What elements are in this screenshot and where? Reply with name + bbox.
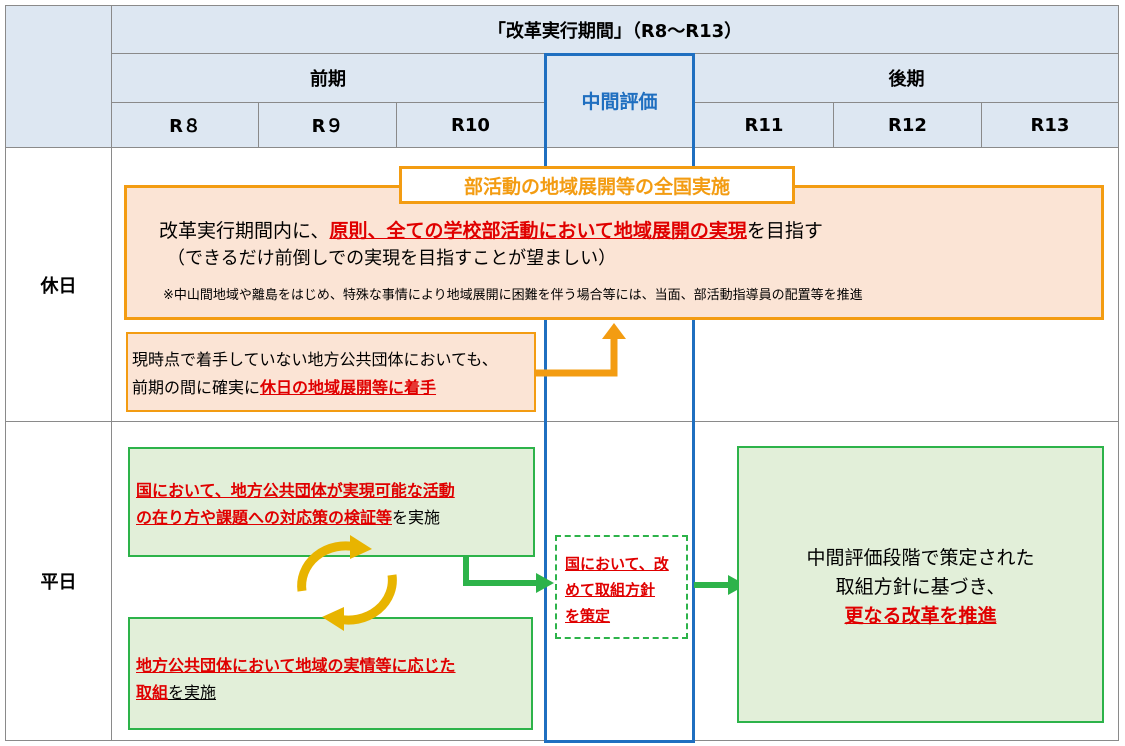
policy-line-1-text: 国において、改 bbox=[565, 555, 669, 573]
nation-verification-emph-1: 国において、地方公共団体が実現可能な活動 bbox=[136, 481, 455, 500]
policy-line-3-text: を策定 bbox=[565, 607, 611, 625]
local-initiative-line-2: 取組を実施 bbox=[136, 679, 216, 703]
year-cell-r12: R12 bbox=[833, 102, 982, 148]
exception-note-text: ※中山間地域や離島をはじめ、特殊な事情により地域展開に困難を伴う場合等には、当面… bbox=[163, 288, 863, 303]
local-initiative-box: 地方公共団体において地域の実情等に応じた 取組を実施 bbox=[128, 617, 533, 730]
local-initiative-line-1: 地方公共団体において地域の実情等に応じた bbox=[136, 652, 456, 676]
start-holiday-box: 現時点で着手していない地方公共団体においても、 前期の間に確実に休日の地域展開等… bbox=[126, 332, 536, 412]
main-goal-line: 改革実行期間内に、原則、全ての学校部活動において地域展開の実現を目指す bbox=[159, 216, 1089, 243]
result-line-2: 取組方針に基づき、 bbox=[739, 572, 1102, 599]
main-goal-note: （できるだけ前倒しでの実現を目指すことが望ましい） bbox=[167, 244, 1067, 270]
holiday-label: 休日 bbox=[40, 275, 77, 297]
nationwide-banner-text: 部活動の地域展開等の全国実施 bbox=[463, 175, 730, 198]
nation-verification-line-2: の在り方や課題への対応策の検証等を実施 bbox=[136, 504, 440, 528]
first-half-label: 前期 bbox=[310, 69, 346, 90]
local-initiative-emph-1: 地方公共団体において地域の実情等に応じた bbox=[136, 656, 456, 675]
policy-line-2: めて取組方針 bbox=[565, 579, 655, 600]
result-line-3-text: 更なる改革を推進 bbox=[844, 605, 997, 627]
nationwide-banner: 部活動の地域展開等の全国実施 bbox=[399, 166, 795, 204]
main-goal-prefix: 改革実行期間内に、 bbox=[159, 220, 330, 242]
main-goal-suffix: を目指す bbox=[746, 220, 823, 242]
result-line-1-text: 中間評価段階で策定された bbox=[806, 547, 1035, 569]
year-cell-r13: R13 bbox=[981, 102, 1119, 148]
result-line-1: 中間評価段階で策定された bbox=[739, 543, 1102, 570]
start-line-2-emphasis: 休日の地域展開等に着手 bbox=[260, 378, 437, 397]
green-arrow-to-policy bbox=[463, 555, 554, 593]
policy-formulation-box: 国において、改 めて取組方針 を策定 bbox=[555, 535, 688, 639]
start-line-1-text: 現時点で着手していない地方公共団体においても、 bbox=[132, 350, 498, 369]
year-label: R11 bbox=[744, 114, 784, 136]
local-initiative-emph-2: 取組 bbox=[136, 683, 169, 702]
start-line-2-prefix: 前期の間に確実に bbox=[132, 378, 261, 397]
year-label: R10 bbox=[451, 114, 490, 136]
early-realization-text: （できるだけ前倒しでの実現を目指すことが望ましい） bbox=[167, 248, 617, 269]
policy-line-2-text: めて取組方針 bbox=[565, 581, 656, 599]
cycle-arrows-icon bbox=[297, 535, 397, 631]
policy-line-3: を策定 bbox=[565, 605, 610, 626]
row-label-weekday: 平日 bbox=[5, 421, 112, 741]
weekday-label: 平日 bbox=[40, 572, 77, 593]
local-initiative-suffix: を実施 bbox=[168, 683, 217, 702]
midterm-label: 中間評価 bbox=[581, 91, 658, 113]
midterm-column-frame bbox=[544, 53, 695, 743]
further-reform-box: 中間評価段階で策定された 取組方針に基づき、 更なる改革を推進 bbox=[737, 446, 1104, 723]
year-label: R９ bbox=[311, 116, 344, 137]
start-line-1: 現時点で着手していない地方公共団体においても、 bbox=[132, 346, 498, 370]
main-goal-emphasis: 原則、全ての学校部活動において地域展開の実現 bbox=[329, 220, 747, 242]
year-label: R13 bbox=[1030, 114, 1070, 136]
nation-verification-box: 国において、地方公共団体が実現可能な活動 の在り方や課題への対応策の検証等を実施 bbox=[128, 447, 535, 557]
second-half-label: 後期 bbox=[888, 69, 925, 90]
result-line-3: 更なる改革を推進 bbox=[739, 601, 1102, 628]
period-title: 「改革実行期間」（R8〜R13） bbox=[111, 5, 1119, 54]
year-cell-r11: R11 bbox=[694, 102, 834, 148]
nation-verification-line-1: 国において、地方公共団体が実現可能な活動 bbox=[136, 477, 455, 501]
year-label: R８ bbox=[169, 116, 201, 137]
nation-verification-emph-2: の在り方や課題への対応策の検証等 bbox=[136, 508, 393, 527]
period-title-text: 「改革実行期間」（R8〜R13） bbox=[487, 20, 743, 42]
policy-line-1: 国において、改 bbox=[565, 553, 669, 574]
first-half-header: 前期 bbox=[111, 53, 545, 103]
year-cell-r9: R９ bbox=[258, 102, 397, 148]
header-corner-cell bbox=[5, 5, 112, 148]
year-label: R12 bbox=[888, 114, 927, 136]
exception-note: ※中山間地域や離島をはじめ、特殊な事情により地域展開に困難を伴う場合等には、当面… bbox=[163, 284, 1093, 303]
row-label-holiday: 休日 bbox=[5, 147, 112, 422]
second-half-header: 後期 bbox=[694, 53, 1119, 103]
start-line-2: 前期の間に確実に休日の地域展開等に着手 bbox=[132, 374, 436, 398]
orange-up-arrow bbox=[536, 323, 626, 377]
year-cell-r8: R８ bbox=[111, 102, 259, 148]
nationwide-implementation-box: 改革実行期間内に、原則、全ての学校部活動において地域展開の実現を目指す （できる… bbox=[124, 185, 1104, 320]
result-line-2-text: 取組方針に基づき、 bbox=[835, 576, 1006, 598]
year-cell-r10: R10 bbox=[396, 102, 545, 148]
nation-verification-suffix: を実施 bbox=[392, 508, 441, 527]
